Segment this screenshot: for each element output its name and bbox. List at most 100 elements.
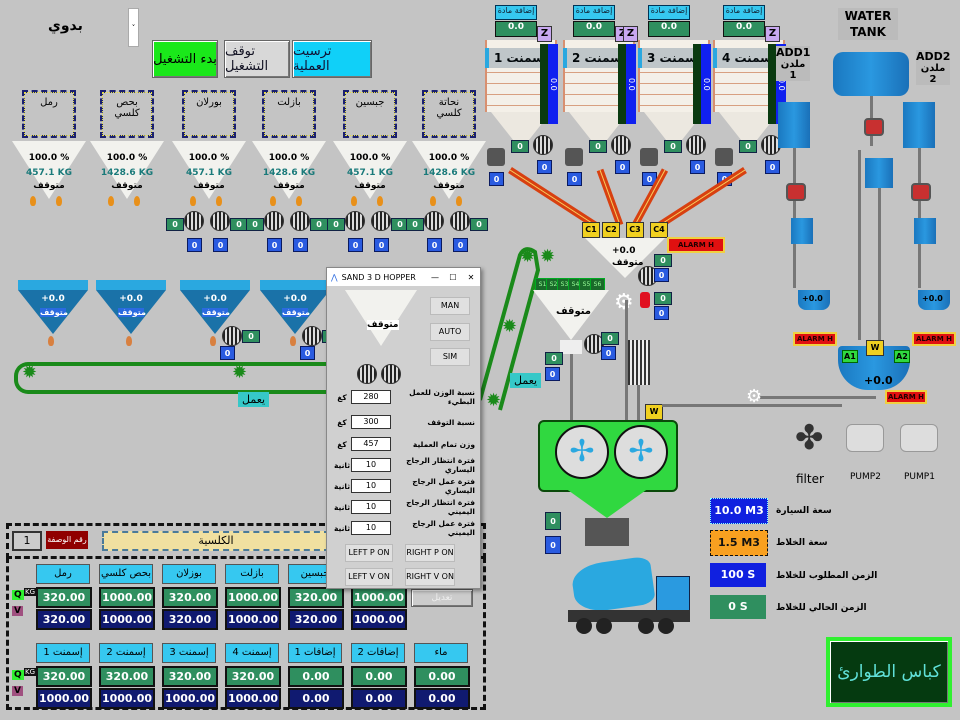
- silo-level-bar: 0.0: [618, 44, 636, 124]
- vibrator-right-icon: [450, 211, 470, 231]
- zero-button[interactable]: Z: [537, 26, 552, 42]
- recipe-v-label: V: [12, 686, 23, 696]
- setting-unit: ثانية: [333, 481, 351, 491]
- silo-name: إسمنت 1: [489, 48, 553, 68]
- recipe-value-field: 1000.00: [351, 609, 407, 630]
- gate-right-icon: [377, 196, 383, 206]
- recipe-material-header: إضافات 1: [288, 643, 342, 663]
- incline-belt: [478, 247, 541, 411]
- mode-label: بدوي: [48, 18, 83, 34]
- counter: 0: [242, 330, 260, 343]
- hopper-percent: 100.0 %: [106, 153, 148, 163]
- setting-label: فترة انتظار الرجاج اليساري: [406, 456, 475, 474]
- counter: 0: [739, 140, 757, 153]
- sand-hopper-dialog: ⋀ SAND 3 D HOPPER — ☐ ✕ متوقف MAN AUTO S…: [326, 267, 481, 589]
- maximize-icon[interactable]: ☐: [449, 272, 457, 282]
- water-scale-alarm: ALARM H: [885, 390, 927, 404]
- vibrator-left-icon: [424, 211, 444, 231]
- close-icon[interactable]: ✕: [467, 272, 475, 282]
- hopper-top: [18, 280, 88, 290]
- water-pump-icon: [864, 118, 884, 136]
- belt-status: يعمل: [238, 392, 270, 407]
- minimize-icon[interactable]: —: [431, 272, 439, 282]
- water-inlet-w: W: [645, 404, 663, 420]
- reset-button[interactable]: ترسيت العملية: [292, 40, 372, 78]
- recipe-value-field: 1000.00: [99, 688, 155, 709]
- recipe-value-field: 1000.00: [99, 609, 155, 630]
- recipe-number-field[interactable]: 1: [12, 531, 42, 551]
- recipe-kg-label: KG: [24, 668, 37, 676]
- right-p-on-button[interactable]: RIGHT P ON: [405, 544, 455, 562]
- hopper-shape: [412, 141, 486, 199]
- mode-dropdown[interactable]: ˅: [128, 8, 139, 47]
- recipe-quantity-field[interactable]: 320.00: [99, 666, 155, 687]
- left-v-on-button[interactable]: LEFT V ON: [345, 568, 393, 586]
- recipe-quantity-field[interactable]: 0.00: [414, 666, 470, 687]
- counter: 0: [690, 160, 705, 174]
- start-button[interactable]: بدء التشغيل: [152, 40, 218, 78]
- zero-button[interactable]: Z: [623, 26, 638, 42]
- setting-input[interactable]: 10: [351, 479, 391, 493]
- edit-recipe-button[interactable]: تعديل: [411, 589, 473, 607]
- counter: 0: [654, 306, 669, 320]
- hopper-weight: 1428.6 KG: [262, 168, 316, 178]
- sim-button[interactable]: SIM: [430, 348, 470, 366]
- recipe-value-field: 320.00: [162, 609, 218, 630]
- recipe-name-field[interactable]: الكلسية: [102, 531, 330, 551]
- stop-button[interactable]: توقف التشغيل: [224, 40, 290, 78]
- weigh-status: متوقف: [202, 308, 230, 317]
- recipe-quantity-field[interactable]: 320.00: [288, 587, 344, 608]
- emergency-stop-button[interactable]: كباس الطوارئ: [826, 637, 952, 707]
- right-v-on-button[interactable]: RIGHT V ON: [405, 568, 455, 586]
- hopper-percent: 100.0 %: [349, 153, 391, 163]
- add2-pump-icon: [911, 183, 931, 201]
- screw-c1: C1: [582, 222, 600, 238]
- recipe-quantity-field[interactable]: 320.00: [36, 666, 92, 687]
- setting-input[interactable]: 10: [351, 500, 391, 514]
- truck-capacity-label: سعة السيارة: [776, 506, 832, 516]
- recipe-quantity-field[interactable]: 320.00: [36, 587, 92, 608]
- recipe-quantity-field[interactable]: 1000.00: [351, 587, 407, 608]
- counter: 0: [300, 346, 315, 360]
- setting-input[interactable]: 280: [351, 390, 391, 404]
- dialog-title: SAND 3 D HOPPER: [341, 272, 416, 282]
- setting-unit: كغ: [337, 439, 347, 449]
- counter: 0: [654, 254, 672, 267]
- counter: 0: [615, 160, 630, 174]
- pump1-label: PUMP1: [904, 472, 935, 482]
- setting-input[interactable]: 300: [351, 415, 391, 429]
- required-time-label: الزمن المطلوب للخلاط: [776, 571, 878, 581]
- zero-button[interactable]: Z: [765, 26, 780, 42]
- recipe-quantity-field[interactable]: 0.00: [288, 666, 344, 687]
- setting-input[interactable]: 457: [351, 437, 391, 451]
- counter: 0: [470, 218, 488, 231]
- recipe-quantity-field[interactable]: 1000.00: [225, 587, 281, 608]
- setting-input[interactable]: 10: [351, 521, 391, 535]
- man-button[interactable]: MAN: [430, 297, 470, 315]
- left-p-on-button[interactable]: LEFT P ON: [345, 544, 393, 562]
- gate-right-icon: [296, 196, 302, 206]
- auto-button[interactable]: AUTO: [430, 323, 470, 341]
- recipe-material-header: إسمنت 3: [162, 643, 216, 663]
- mixer-capacity-label: سعة الخلاط: [776, 538, 828, 548]
- screw-c3: C3: [626, 222, 644, 238]
- dialog-titlebar: ⋀ SAND 3 D HOPPER — ☐ ✕: [327, 268, 480, 286]
- hopper-top: [96, 280, 166, 290]
- recipe-quantity-field[interactable]: 320.00: [162, 666, 218, 687]
- add1-code: ADD1: [776, 46, 811, 59]
- recipe-quantity-field[interactable]: 320.00: [162, 587, 218, 608]
- recipe-value-field: 320.00: [36, 609, 92, 630]
- counter: 0: [293, 238, 308, 252]
- recipe-quantity-field[interactable]: 1000.00: [99, 587, 155, 608]
- silo-level-bar: 0.0: [540, 44, 558, 124]
- recipe-quantity-field[interactable]: 320.00: [225, 666, 281, 687]
- recipe-material-header: بحص كلسي: [99, 564, 153, 584]
- setting-input[interactable]: 10: [351, 458, 391, 472]
- screw-drive-icon: [640, 148, 658, 166]
- setting-label: فترة انتظار الرجاج اليميني: [406, 498, 475, 516]
- recipe-quantity-field[interactable]: 0.00: [351, 666, 407, 687]
